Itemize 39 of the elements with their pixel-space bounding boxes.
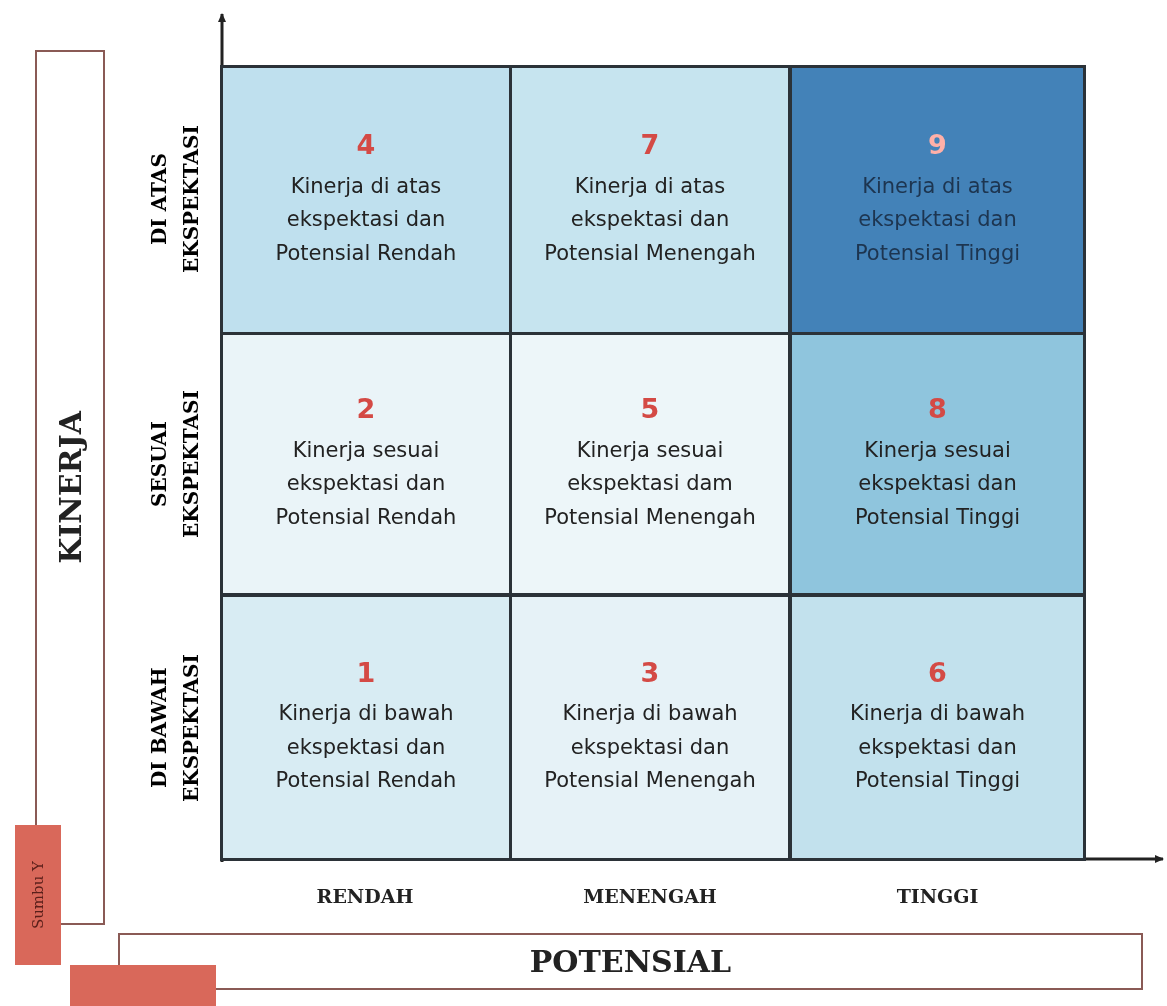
cell-number: 9	[928, 129, 947, 162]
axis-title: KINERJA	[52, 411, 88, 564]
cell-description: Kinerja di atas ekspektasi dan Potensial Tinggi	[853, 172, 1022, 267]
cell-description: Kinerja di bawah ekspektasi dan Potensial Rendah	[274, 700, 458, 795]
cell-description: Kinerja sesuai ekspektasi dan Potensial Tinggi	[853, 436, 1022, 531]
cell-number: 7	[640, 129, 660, 162]
cell-number: 8	[928, 393, 947, 426]
cell-number: 4	[356, 129, 376, 162]
grid-cell	[220, 594, 512, 861]
cell-number: 6	[928, 656, 947, 690]
row-label: DI BAWAH EKSPEKTASI	[146, 652, 204, 804]
cell-description: Kinerja di bawah ekspektasi dan Potensial Menengah	[543, 700, 757, 795]
cell-number: 5	[640, 393, 660, 426]
cell-description: Kinerja sesuai ekspektasi dam Potensial Menengah	[543, 436, 757, 531]
row-label: DI ATAS EKSPEKTASI	[146, 124, 204, 275]
axis-title-box	[118, 933, 1143, 990]
grid-cell	[220, 65, 512, 335]
column-label: RENDAH	[315, 885, 415, 907]
cell-description: Kinerja di bawah ekspektasi dan Potensial Tinggi	[848, 700, 1027, 795]
tag-box	[70, 965, 216, 1006]
column-label: MENENGAH	[582, 885, 718, 907]
axis-tag-label: Sumbu Y	[29, 860, 47, 930]
cell-number: 1	[356, 656, 376, 690]
cell-description: Kinerja sesuai ekspektasi dan Potensial Rendah	[274, 436, 458, 531]
row-label: SESUAI EKSPEKTASI	[146, 389, 204, 540]
grid-cell	[509, 65, 791, 335]
cell-number: 2	[356, 393, 376, 426]
grid-cell	[789, 332, 1086, 596]
grid-cell	[789, 65, 1086, 335]
grid-cell	[509, 594, 791, 861]
column-label: TINGGI	[895, 885, 980, 907]
axis-tag	[15, 825, 61, 965]
grid-cell	[789, 594, 1086, 861]
cell-description: Kinerja di atas ekspektasi dan Potensial Menengah	[543, 172, 757, 267]
grid-cell	[220, 332, 512, 596]
cell-number: 3	[640, 656, 660, 690]
grid-cell	[509, 332, 791, 596]
axis-title: POTENSIAL	[529, 944, 732, 979]
cell-description: Kinerja di atas ekspektasi dan Potensial Rendah	[274, 172, 458, 267]
